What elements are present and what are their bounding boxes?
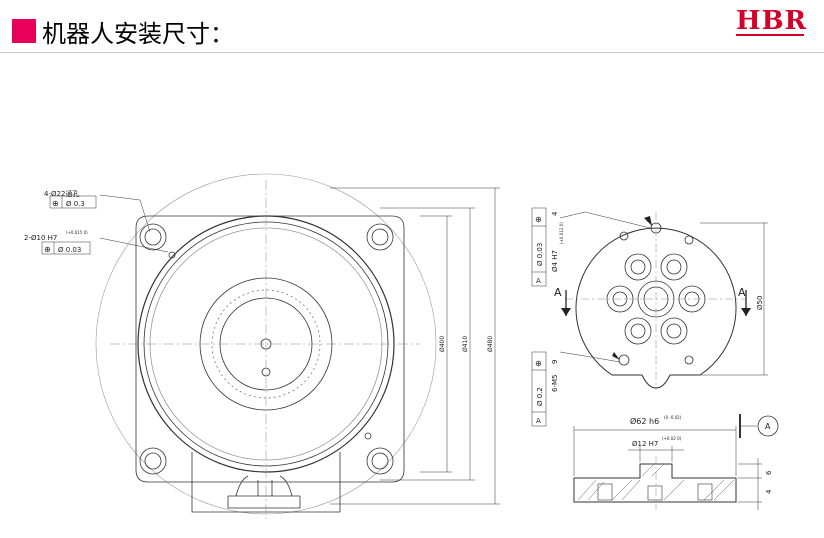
section-label-right: A	[738, 286, 746, 299]
dim-410: Ø410	[462, 336, 469, 352]
logo-underline	[736, 34, 804, 36]
screws-datum: A	[536, 417, 541, 425]
dim-4: 4	[765, 489, 773, 494]
pins-fit: (+0.015 0)	[66, 230, 88, 235]
flange-front-view	[531, 207, 768, 427]
screws-depth: 9	[551, 360, 559, 364]
position-symbol-icon: ⊕	[52, 199, 59, 208]
pin-note: Ø4 H7	[551, 250, 559, 272]
section-label-left: A	[554, 286, 562, 299]
header-divider	[0, 52, 824, 53]
pin-datum: A	[536, 277, 541, 285]
pin-fit: (+0.012 0)	[559, 222, 564, 244]
flange-section-view	[573, 414, 779, 510]
dim-400: Ø400	[439, 336, 446, 352]
pin-depth: 4	[551, 211, 559, 216]
screws-tolerance: Ø 0.2	[536, 387, 544, 406]
position-symbol-icon: ⊕	[535, 215, 542, 224]
header: 机器人安装尺寸： HBR	[0, 0, 824, 52]
dim-480: Ø480	[487, 336, 494, 352]
robot-base-top-view	[41, 173, 500, 520]
section-datum: A	[765, 422, 771, 431]
dim-12-fit: (+0.02 0)	[662, 436, 682, 441]
screws-note: 6-M5	[551, 375, 559, 392]
title-bullet	[12, 19, 36, 43]
dim-62: Ø62 h6	[630, 416, 659, 426]
section-arrows	[561, 216, 751, 360]
pins-note: 2-Ø10 H7	[24, 234, 57, 242]
pin-tolerance: Ø 0.03	[536, 243, 544, 266]
dim-62-fit: (0 -0.02)	[664, 415, 682, 420]
pins-tolerance: Ø 0.03	[58, 246, 81, 254]
holes-note: 4-Ø22通孔	[44, 189, 79, 198]
position-symbol-icon: ⊕	[44, 245, 51, 254]
position-symbol-icon: ⊕	[535, 359, 542, 368]
page-title: 机器人安装尺寸：	[42, 20, 234, 48]
dim-50: Ø50	[756, 296, 764, 310]
hbr-logo: HBR	[736, 6, 808, 36]
dim-12: Ø12 H7	[632, 440, 658, 448]
dim-6: 6	[765, 470, 773, 475]
holes-tolerance: Ø 0.3	[66, 200, 85, 208]
